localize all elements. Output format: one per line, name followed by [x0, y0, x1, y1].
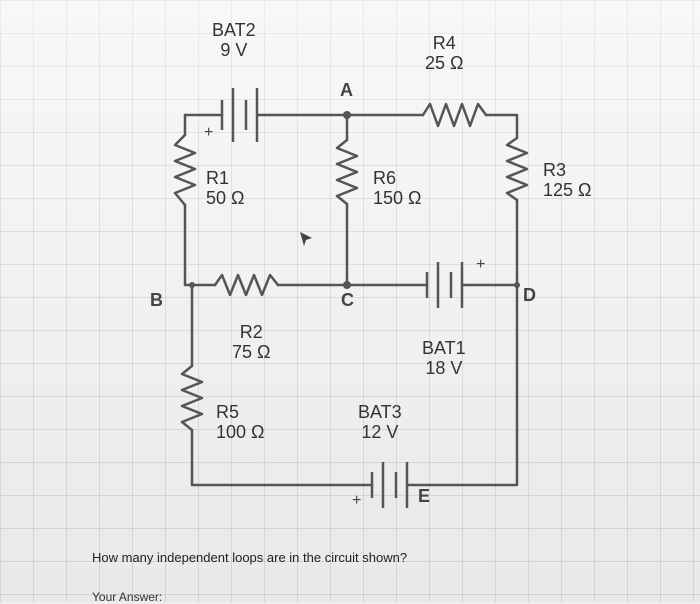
wire-left-upper-b: [183, 203, 194, 287]
r6-value: 150 Ω: [373, 188, 422, 208]
bat1-label: BAT1 18 V: [422, 338, 466, 378]
bat2-label: BAT2 9 V: [212, 20, 256, 60]
r3-label: R3 125 Ω: [543, 160, 592, 200]
node-d-label: D: [523, 285, 536, 305]
node-e-label: E: [418, 486, 431, 506]
r4-name: R4: [432, 33, 456, 53]
r1-value: 50 Ω: [206, 188, 245, 208]
resistor-r2: [213, 273, 280, 297]
wire-top-right: [484, 113, 519, 140]
junction-b: [189, 282, 195, 288]
node-a-label: A: [340, 80, 353, 100]
node-c-label: C: [341, 290, 354, 310]
question-text: How many independent loops are in the ci…: [92, 550, 408, 565]
r5-name: R5: [216, 402, 240, 422]
junction-c: [343, 281, 351, 289]
junction-a: [343, 111, 351, 119]
resistor-r5: [180, 364, 204, 432]
r3-name: R3: [543, 160, 567, 180]
bat1-value: 18 V: [425, 358, 463, 378]
r4-value: 25 Ω: [425, 53, 464, 73]
resistor-r1: [173, 133, 197, 207]
mouse-cursor-icon: [300, 232, 312, 246]
r2-value: 75 Ω: [232, 342, 271, 362]
r5-label: R5 100 Ω: [216, 402, 265, 442]
bat2-name: BAT2: [212, 20, 256, 40]
node-b-label: B: [150, 290, 163, 310]
r4-label: R4 25 Ω: [425, 33, 463, 73]
bat2-plus-sign: +: [204, 124, 214, 141]
bat3-plus-sign: +: [352, 492, 362, 509]
r3-value: 125 Ω: [543, 180, 592, 200]
bat1-plus-sign: +: [476, 256, 486, 273]
bat3-name: BAT3: [358, 402, 402, 422]
resistor-r4: [421, 102, 488, 128]
r2-name: R2: [239, 322, 263, 342]
resistor-r3: [505, 136, 529, 202]
bat2-value: 9 V: [220, 40, 248, 60]
bat3-value: 12 V: [361, 422, 399, 442]
r2-label: R2 75 Ω: [232, 322, 270, 362]
r6-name: R6: [373, 168, 397, 188]
bat3-label: BAT3 12 V: [358, 402, 402, 442]
wire-right: [416, 198, 519, 487]
r5-value: 100 Ω: [216, 422, 265, 442]
r6-label: R6 150 Ω: [373, 168, 422, 208]
answer-label: Your Answer:: [92, 590, 163, 604]
resistor-r6: [335, 138, 359, 206]
bat1-name: BAT1: [422, 338, 466, 358]
r1-label: R1 50 Ω: [206, 168, 244, 208]
r1-name: R1: [206, 168, 230, 188]
wire-bottom-left: [190, 428, 374, 487]
junction-d: [514, 282, 520, 288]
